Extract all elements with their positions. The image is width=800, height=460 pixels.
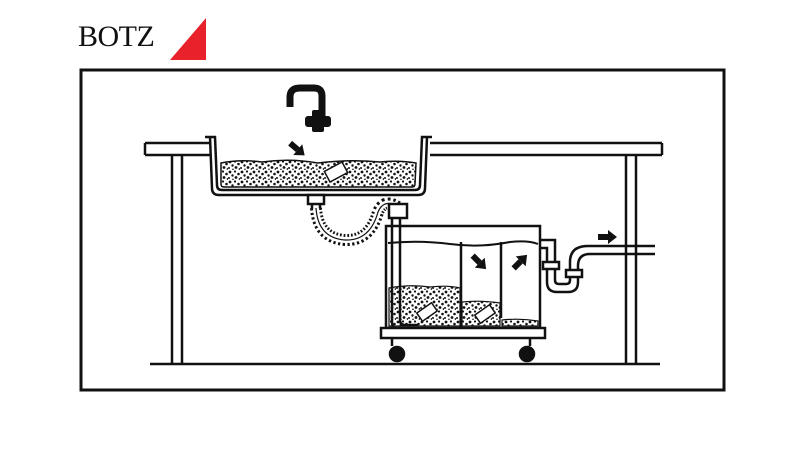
tank-trolley bbox=[379, 326, 547, 363]
drain-hose-icon bbox=[310, 197, 402, 246]
sink-gravel bbox=[220, 159, 417, 188]
brand-name: BOTZ bbox=[78, 20, 155, 53]
grease-separator-tank-icon bbox=[384, 202, 542, 332]
flow-arrow-icon bbox=[288, 140, 305, 156]
tank-sediment-left bbox=[388, 285, 461, 327]
cabinet-frame bbox=[79, 68, 726, 392]
counter-top bbox=[143, 141, 664, 157]
tank-sediment-right bbox=[501, 318, 539, 327]
flow-arrow-icon bbox=[511, 254, 528, 271]
table-legs bbox=[170, 155, 638, 364]
flow-arrow-icon bbox=[470, 253, 487, 270]
sink-basin-icon bbox=[205, 135, 432, 197]
faucet-icon bbox=[286, 84, 331, 132]
brand-flag-icon bbox=[170, 18, 206, 60]
brand-logo: BOTZ bbox=[78, 16, 208, 60]
sink-outlet-plate bbox=[323, 160, 349, 184]
flow-arrow-icon bbox=[598, 230, 617, 244]
outlet-pipe-icon bbox=[540, 238, 655, 294]
